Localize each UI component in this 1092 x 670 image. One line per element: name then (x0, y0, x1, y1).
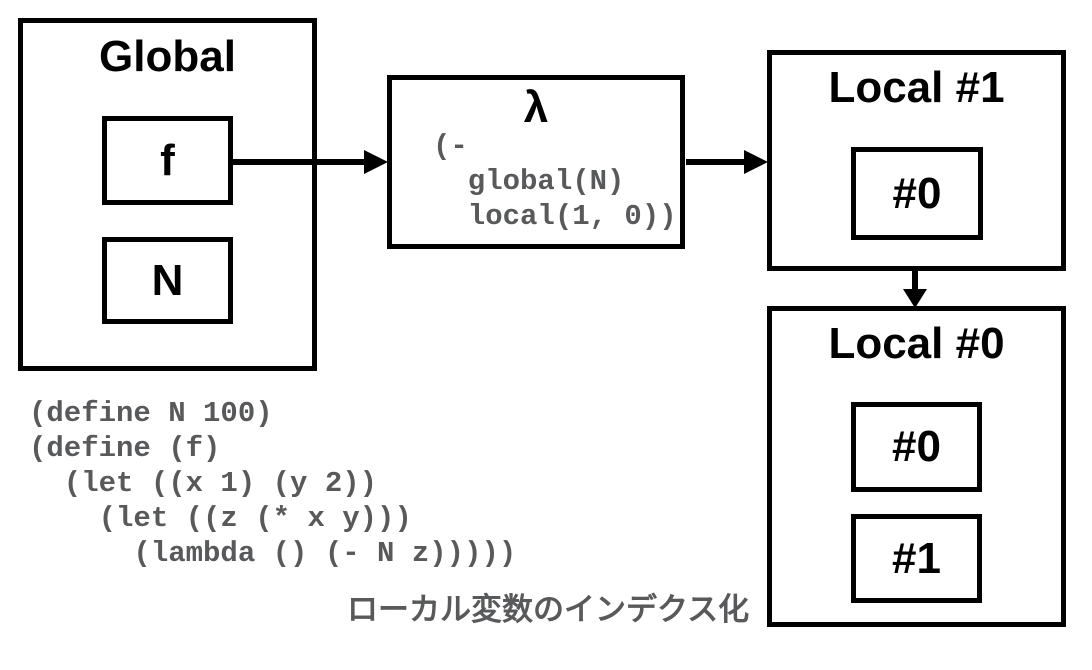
local1-frame: Local #1 #0 (767, 50, 1066, 271)
scheme-source-code: (define N 100) (define (f) (let ((x 1) (… (29, 397, 517, 570)
local0-slot-1: #1 (851, 514, 982, 603)
local0-frame: Local #0 #0 #1 (767, 306, 1066, 627)
arrow-local1-to-local0 (903, 271, 927, 308)
lambda-symbol: λ (523, 83, 549, 132)
lambda-box: λ (- global(N) local(1, 0)) (387, 75, 685, 249)
binding-label-f: f (160, 135, 175, 185)
arrow-lambda-to-local1 (686, 150, 768, 174)
local1-frame-title: Local #1 (828, 63, 1005, 112)
lambda-body-code: (- global(N) local(1, 0)) (433, 130, 677, 233)
local0-frame-title: Local #0 (828, 319, 1005, 368)
binding-box-n: N (102, 237, 233, 324)
local1-slot-0-label: #0 (892, 168, 942, 218)
binding-label-n: N (151, 255, 184, 305)
global-frame-title: Global (99, 32, 236, 81)
local0-slot-1-label: #1 (892, 533, 941, 583)
global-frame: Global f N (18, 18, 317, 371)
local0-slot-0: #0 (851, 402, 982, 492)
binding-box-f: f (102, 116, 233, 205)
slide-caption: ローカル変数のインデクス化 (347, 592, 750, 627)
local1-slot-0: #0 (851, 147, 983, 240)
local0-slot-0-label: #0 (892, 422, 941, 471)
